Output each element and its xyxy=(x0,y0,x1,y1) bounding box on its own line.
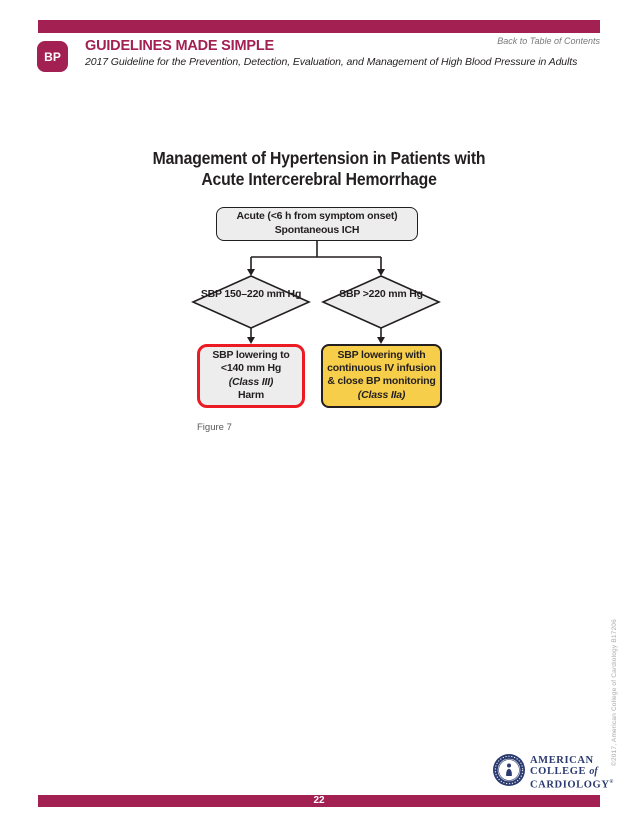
arrowhead-left-top xyxy=(247,269,255,276)
outcome-harm-line1: SBP lowering to xyxy=(212,349,290,361)
decision-right-line2: >220 mm Hg xyxy=(362,288,423,300)
brand-title: GUIDELINES MADE SIMPLE xyxy=(85,38,274,54)
flow-outcome-treat-box: SBP lowering with continuous IV infusion… xyxy=(321,344,442,408)
figure-caption: Figure 7 xyxy=(197,422,232,433)
arrowhead-left-bottom xyxy=(247,337,255,344)
decision-diamond-right xyxy=(321,275,441,329)
outcome-harm-line2: <140 mm Hg xyxy=(220,362,282,374)
decision-left-label: SBP 150–220 mm Hg xyxy=(193,288,309,301)
acc-line1: AMERICAN xyxy=(530,755,594,766)
top-accent-bar xyxy=(38,20,600,33)
start-box-line1: Acute (<6 h from symptom onset) xyxy=(236,210,398,222)
figure-title: Management of Hypertension in Patients w… xyxy=(32,148,606,190)
back-to-toc-link[interactable]: Back to Table of Contents xyxy=(497,36,600,46)
flow-outcome-harm-box: SBP lowering to <140 mm Hg (Class III) H… xyxy=(197,344,305,408)
guideline-subtitle: 2017 Guideline for the Prevention, Detec… xyxy=(85,56,578,68)
figure-title-line2: Acute Intercerebral Hemorrhage xyxy=(201,169,437,189)
acc-seal-icon xyxy=(493,754,525,786)
bp-badge: BP xyxy=(37,41,68,72)
acc-logo-wordmark: AMERICAN COLLEGE of CARDIOLOGY® xyxy=(530,755,613,791)
outcome-treat-class: (Class IIa) xyxy=(357,389,406,401)
acc-line3: CARDIOLOGY® xyxy=(530,779,614,791)
figure-title-line1: Management of Hypertension in Patients w… xyxy=(152,148,486,168)
decision-left-line1: SBP xyxy=(200,288,222,300)
outcome-harm-class: (Class III) xyxy=(228,376,274,388)
acc-line2: COLLEGE of xyxy=(530,766,598,777)
start-box-line2: Spontaneous ICH xyxy=(274,223,360,236)
outcome-treat-line1: SBP lowering with xyxy=(337,349,426,361)
arrowhead-right-bottom xyxy=(377,337,385,344)
outcome-treat-line3: & close BP monitoring xyxy=(327,375,436,387)
page-number: 22 xyxy=(313,795,325,806)
decision-right-line1: SBP xyxy=(339,288,360,300)
decision-left-line2: 150–220 mm Hg xyxy=(224,288,302,300)
outcome-harm-line4: Harm xyxy=(237,389,265,401)
arrowhead-right-top xyxy=(377,269,385,276)
bp-badge-label: BP xyxy=(44,49,61,64)
bottom-page-bar: 22 xyxy=(38,795,600,807)
copyright-sidenote: ©2017, American College of Cardiology B1… xyxy=(611,619,618,766)
flow-start-box: Acute (<6 h from symptom onset) Spontane… xyxy=(216,207,418,241)
outcome-treat-line2: continuous IV infusion xyxy=(327,362,436,374)
decision-right-label: SBP >220 mm Hg xyxy=(323,288,439,301)
decision-diamond-left xyxy=(191,275,311,329)
